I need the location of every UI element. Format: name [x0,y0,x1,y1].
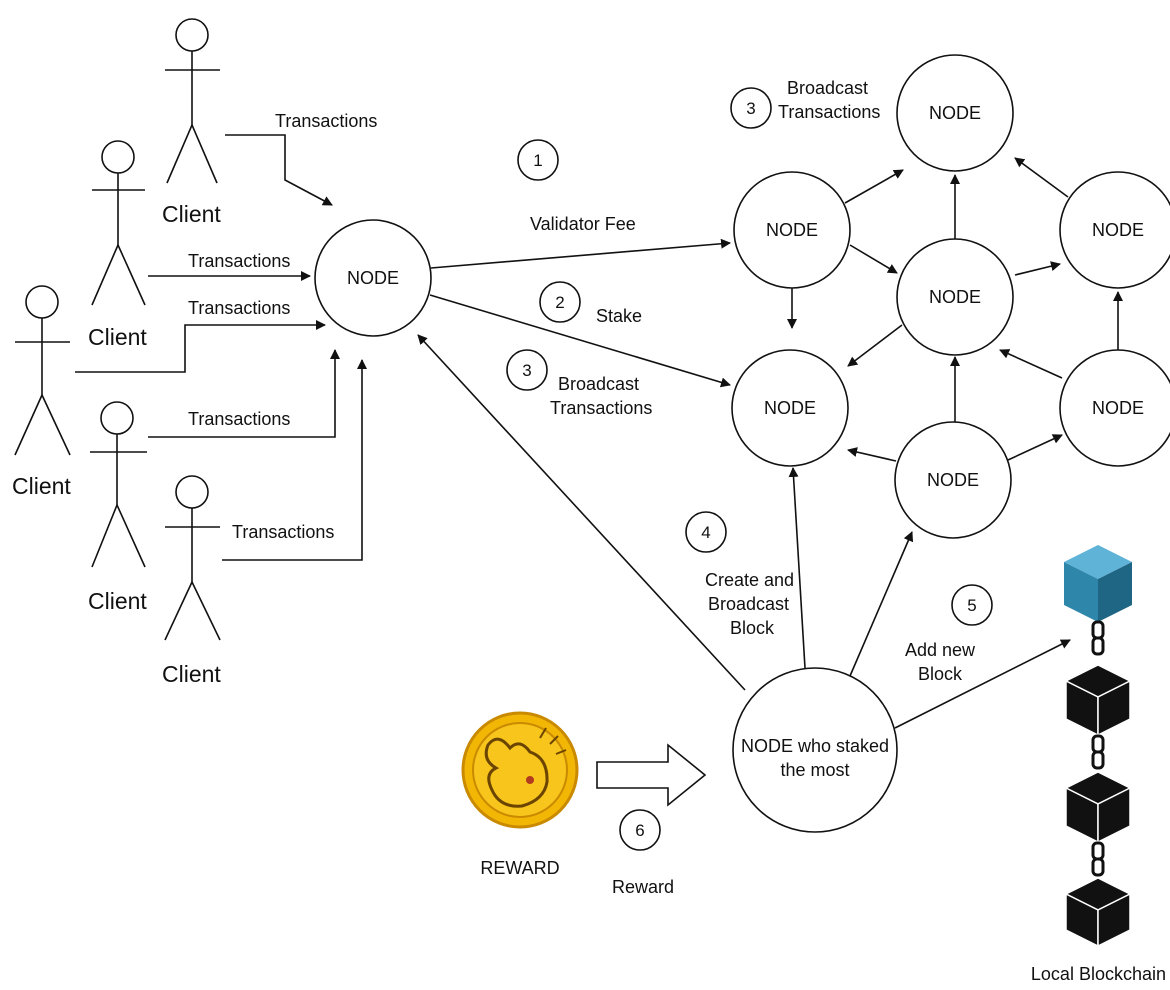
net-arrow-f-c [999,349,1063,379]
step-4-label-line2: Broadcast [708,594,789,614]
step-1-marker [517,139,559,181]
step-4-label-line1: Create and [705,570,794,590]
client-label-3: Client [12,473,71,499]
transaction-label-4: Transactions [188,409,290,429]
client-figure-3 [14,285,71,456]
transaction-arrow-1 [225,134,333,206]
validator-node-label-line2: the most [780,760,849,780]
transaction-label-1: Transactions [275,111,377,131]
step-2-marker [539,281,581,323]
client-label-5: Client [162,661,221,687]
step-4-number: 4 [701,523,710,542]
step-4-label-line3: Block [730,618,775,638]
step-3b-label-line2: Transactions [550,398,652,418]
network-node-a-label: NODE [766,220,818,240]
add-block-arrow [894,639,1071,729]
step-5-number: 5 [967,596,976,615]
main-node [314,219,432,337]
validator-node [732,667,898,833]
step-6-number: 6 [635,821,644,840]
client-figure-1 [165,18,220,184]
client-figure-4 [90,401,147,568]
validator-node-label-line1: NODE who staked [741,736,889,756]
network-node-g [894,421,1012,539]
net-arrow-d-b [1014,157,1069,198]
validator-to-main-arrow [417,334,746,691]
client-figure-5 [164,475,221,641]
net-arrow-c-e [847,324,903,367]
net-arrow-g-e [847,447,897,462]
client-figure-2 [91,140,146,306]
transaction-label-2: Transactions [188,251,290,271]
reward-label: REWARD [480,858,559,878]
step-3b-number: 3 [522,361,531,380]
validator-to-node-g-arrow [849,531,914,677]
network-node-g-label: NODE [927,470,979,490]
validator-to-node-e-arrow [788,467,806,669]
step-3a-marker [730,87,772,129]
network-node-d-label: NODE [1092,220,1144,240]
step-2-number: 2 [555,293,564,312]
network-node-f-label: NODE [1092,398,1144,418]
step-2-label: Stake [596,306,642,326]
step-3a-number: 3 [746,99,755,118]
step-3b-marker [506,349,548,391]
blockchain-label: Local Blockchain [1031,964,1166,984]
validator-fee-arrow [430,238,731,269]
step-6-label: Reward [612,877,674,897]
step-5-label-line2: Block [918,664,963,684]
network-node-e-label: NODE [764,398,816,418]
network-node-e [731,349,849,467]
reward-arrow [596,743,707,807]
main-node-label: NODE [347,268,399,288]
transaction-label-5: Transactions [232,522,334,542]
step-5-marker [951,584,993,626]
network-node-c-label: NODE [929,287,981,307]
network-node-d [1059,171,1170,289]
step-3a-label-line1: Broadcast [787,78,868,98]
blockchain-icon [1064,545,1132,948]
net-arrow-c-d [1014,261,1061,276]
gold-coin-icon [461,711,579,829]
net-arrow-a-c [849,244,898,274]
client-label-4: Client [88,588,147,614]
step-1-number: 1 [533,151,542,170]
step-4-marker [685,511,727,553]
network-node-b-label: NODE [929,103,981,123]
transaction-label-3: Transactions [188,298,290,318]
step-3b-label-line1: Broadcast [558,374,639,394]
step-5-label-line1: Add new [905,640,976,660]
transaction-arrow-5 [222,359,367,561]
net-arrow-a-b [844,169,904,204]
step-6-marker [619,809,661,851]
transaction-arrow-3 [75,320,326,373]
net-arrow-g-f [1007,434,1063,461]
client-label-2: Client [88,324,147,350]
step-3a-label-line2: Transactions [778,102,880,122]
step-1-label: Validator Fee [530,214,636,234]
network-node-b [896,54,1014,172]
client-label-1: Client [162,201,221,227]
transaction-arrow-4 [148,349,340,438]
stake-arrow [429,294,731,388]
